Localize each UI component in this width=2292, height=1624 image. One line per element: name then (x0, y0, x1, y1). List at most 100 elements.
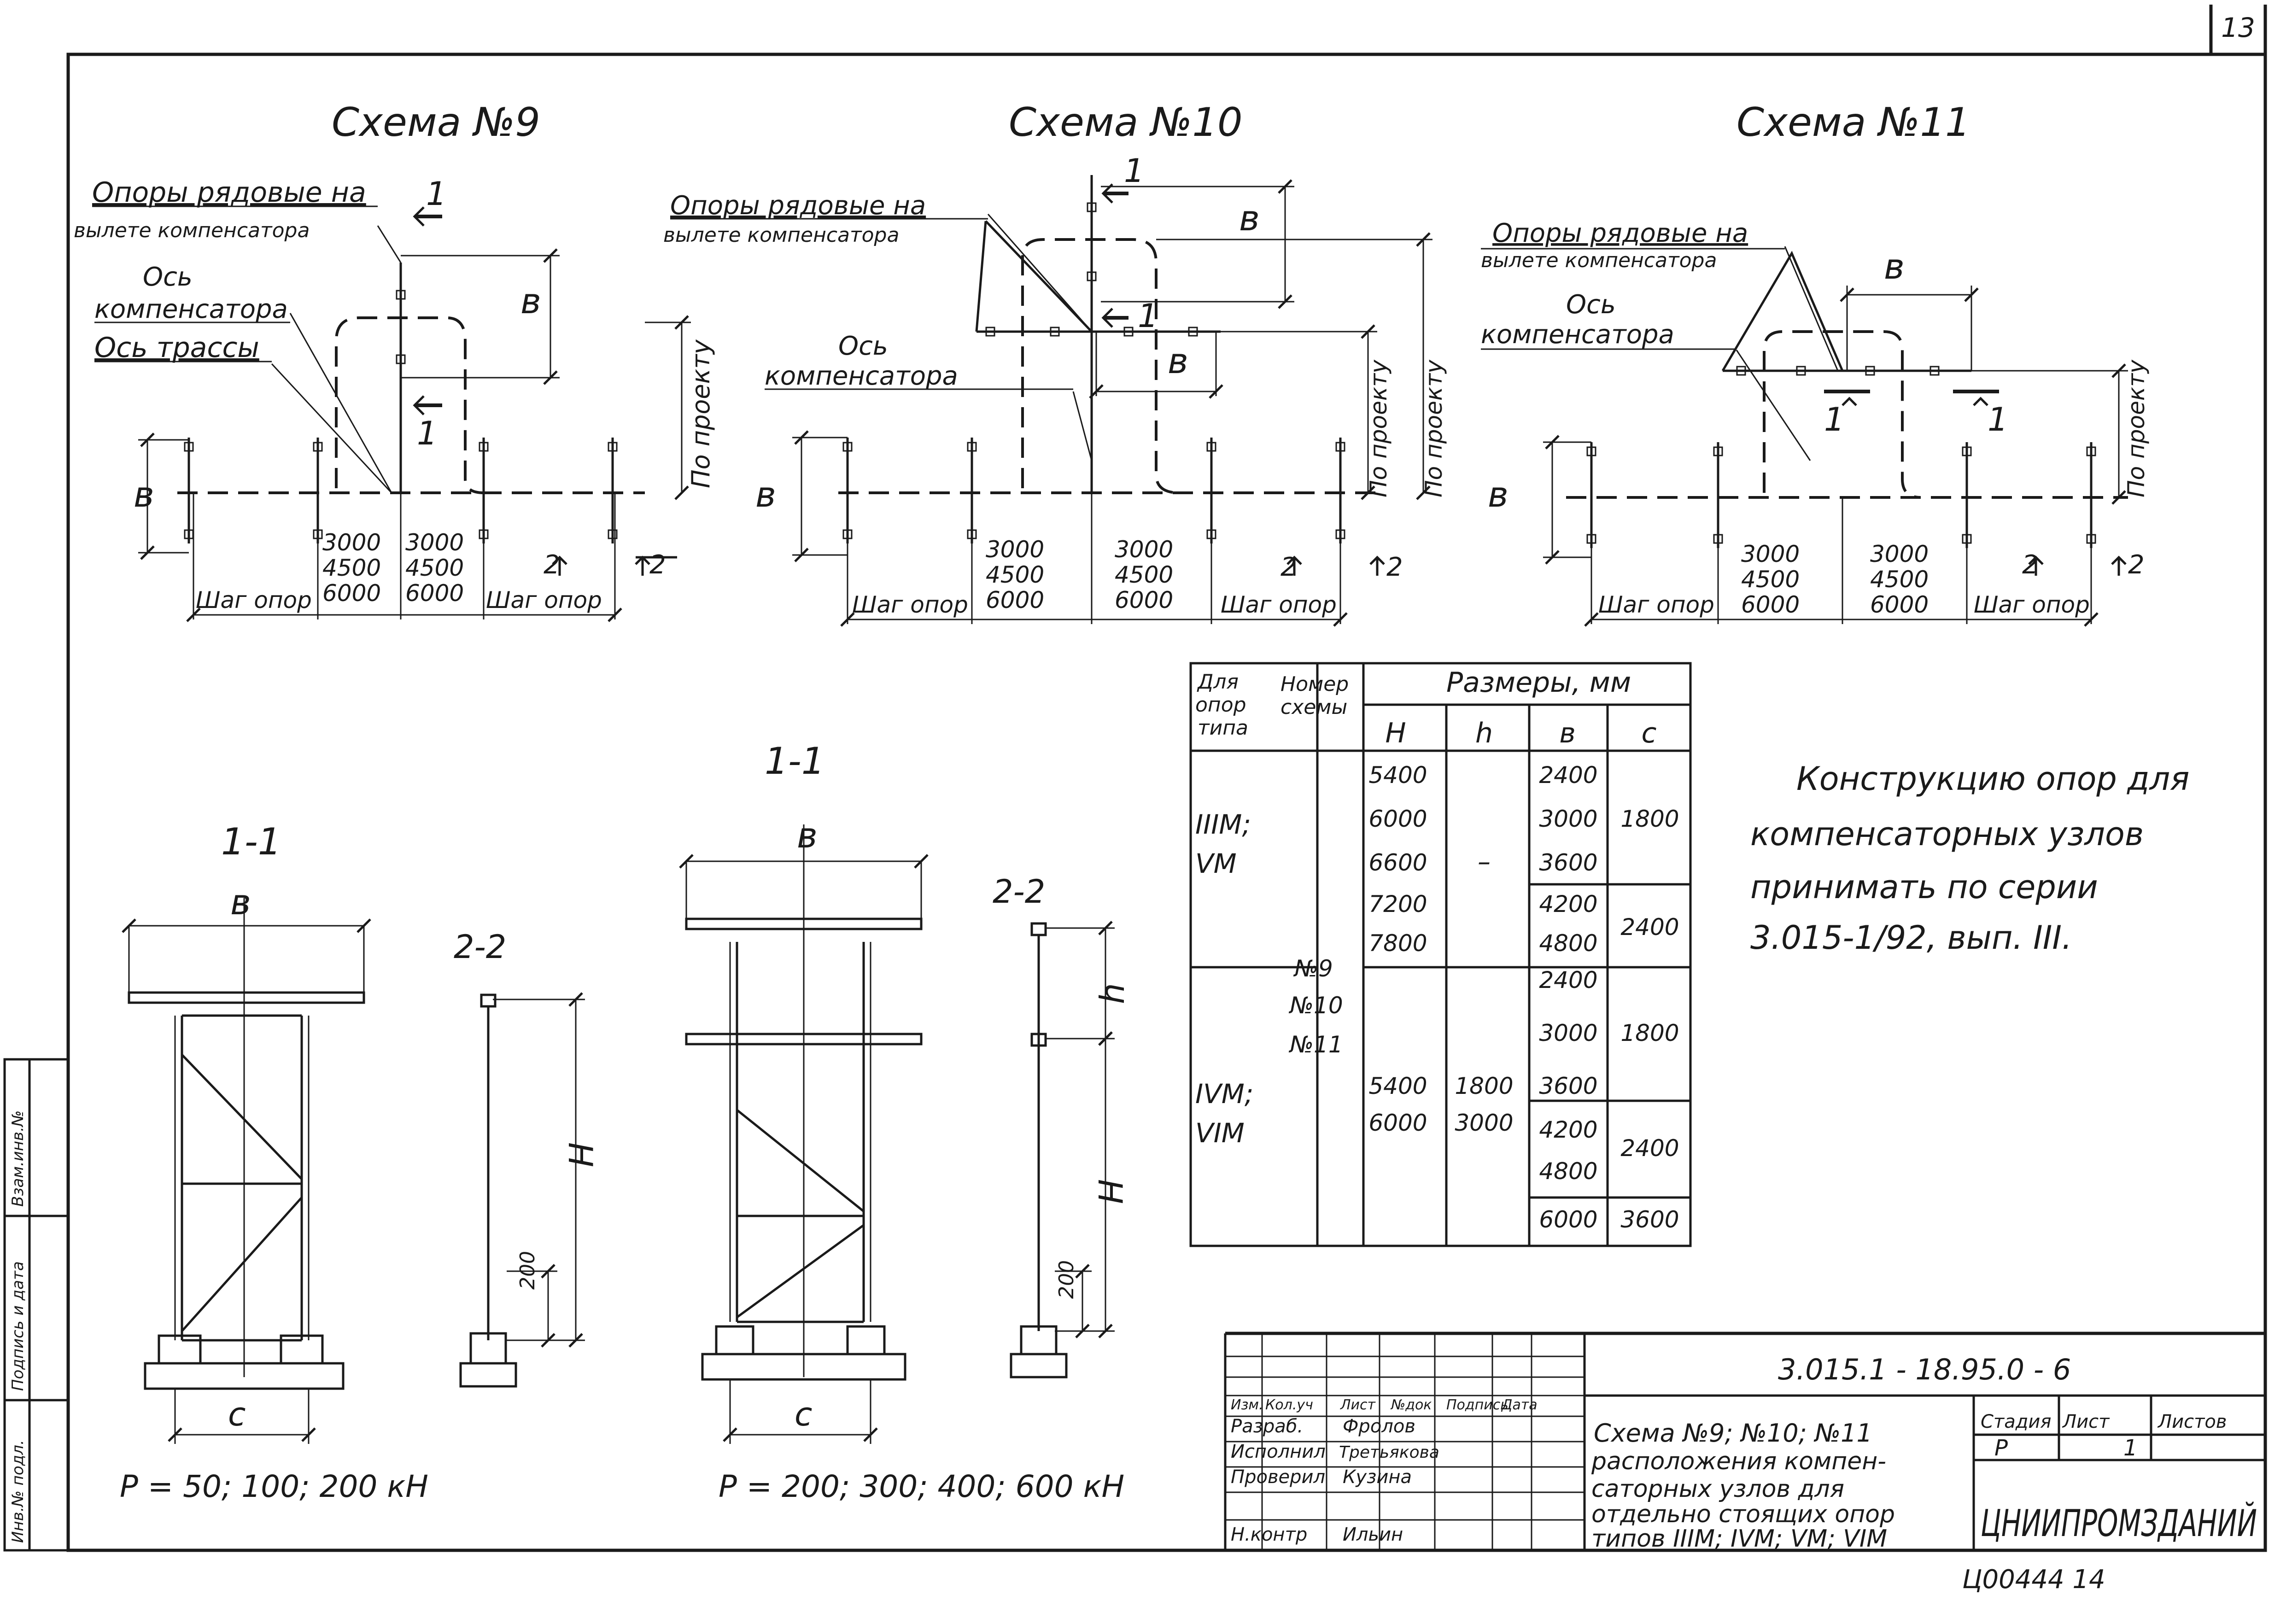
title-block-desc-5: типов IIIМ; IVМ; VМ; VIМ (1591, 1525, 1887, 1553)
spurs (1721, 251, 1971, 372)
title-block-desc-3: саторных узлов для (1591, 1475, 1844, 1503)
drawing-line (1842, 397, 1857, 406)
table-col-h: h (1475, 717, 1493, 749)
table-g1-H-4: 7200 (1368, 891, 1427, 917)
scheme-10-span-r2: 4500 (1115, 561, 1173, 588)
scheme-9-span-l1: 3000 (322, 529, 381, 556)
table-g2-B-6: 6000 (1539, 1206, 1597, 1233)
title-block-desc-1: Схема №9; №10; №11 (1594, 1419, 1872, 1448)
table-g2-C-1: 1800 (1620, 1020, 1679, 1046)
dimension-tick (541, 1333, 555, 1348)
side-stamp: Инв.№ подл. Подпись и дата Взам.инв.№ (3, 1058, 70, 1552)
table-g1-H-5: 7800 (1368, 930, 1427, 957)
drawing-frame (66, 53, 2267, 1552)
dimension-tick (914, 854, 929, 869)
section-arrow (413, 395, 425, 415)
support-mark (1929, 366, 1940, 376)
table-g2-B-2: 3000 (1539, 1020, 1597, 1046)
table-g1-C-2: 2400 (1620, 914, 1679, 941)
title-block-org: ЦНИИПРОМЗДАНИЙ (1981, 1501, 2257, 1545)
title-block-head-4: №док (1390, 1397, 1432, 1413)
scheme-9-route-label: Ось трассы (94, 332, 259, 364)
drawing-line (1973, 397, 1988, 406)
table-scheme-9: №9 (1293, 955, 1333, 982)
note-line-4: 3.015-1/92, вып. III. (1750, 919, 2072, 957)
support-mark (1713, 446, 1723, 456)
dimensions-table: Для опор типа Номер схемы Размеры, мм Н … (1195, 666, 1679, 1233)
table-header-scheme-1: Номер (1280, 672, 1349, 696)
crossbeam (128, 991, 365, 1004)
stamp-sign: Подпись и дата (9, 1261, 27, 1391)
dimension-tick (122, 918, 136, 933)
table-col-B: в (1559, 717, 1575, 749)
section-left-dim-c: с (228, 1396, 246, 1433)
dimension-tick (168, 1427, 182, 1442)
scheme-10-step-right: Шаг опор (1221, 591, 1337, 618)
scheme-10-axis-label-1: Ось (838, 331, 888, 361)
foundation (701, 1353, 906, 1381)
compensator-outline (1021, 238, 1180, 494)
brace (181, 1054, 303, 1180)
section-left-dim-200: 200 (516, 1251, 539, 1290)
section-left-dim-H: Н (561, 1142, 600, 1167)
scheme-9-dim-b-top: в (520, 280, 541, 321)
scheme-11-step-right: Шаг опор (1974, 591, 2090, 618)
drawing-line (2111, 555, 2127, 565)
support-mark (1123, 327, 1134, 337)
scheme-11-axis-label-1: Ось (1566, 290, 1616, 320)
section-right-dim-c: с (795, 1396, 813, 1433)
section-right-title: 1-1 (765, 740, 825, 783)
scheme-11-cut-1-left: 1 (1824, 401, 1845, 438)
scheme-10-project-label-1: По проекту (1365, 359, 1392, 497)
support-mark (1087, 202, 1097, 212)
support-mark (1962, 446, 1972, 456)
title-block-role-2: Исполнил (1231, 1441, 1326, 1462)
foundation (1010, 1353, 1068, 1379)
scheme-9-cut-2-right: 2 (649, 550, 666, 580)
table-g2-B-1: 2400 (1539, 967, 1597, 993)
dimension-tick (1075, 1324, 1090, 1338)
scheme-9-cut-1-top: 1 (426, 175, 447, 213)
leader (1072, 391, 1093, 461)
scheme-11-span-l2: 4500 (1741, 566, 1800, 593)
scheme-9-supports-label-1: Опоры рядовые на (92, 176, 366, 209)
section-left-side-title: 2-2 (454, 928, 506, 966)
scheme-9-cut-1-bottom: 1 (417, 415, 438, 452)
table-header-type-2: опор (1195, 693, 1246, 717)
support-mark (985, 327, 995, 337)
stamp-replace: Взам.инв.№ (9, 1110, 27, 1207)
table-types-1b: VМ (1195, 848, 1237, 879)
title-block-name-3: Кузина (1343, 1466, 1412, 1488)
dimension-tick (1098, 1031, 1113, 1046)
drawing-line (1369, 555, 1385, 565)
page-number: 13 (2221, 12, 2255, 43)
support-mark (1796, 366, 1806, 376)
title-block-stage: Р (1994, 1435, 2008, 1461)
table-scheme-11: №11 (1288, 1031, 1343, 1058)
scheme-11-title: Схема №11 (1737, 99, 1970, 146)
scheme-10-dim-b-left: в (755, 474, 776, 515)
section-right-load: Р = 200; 300; 400; 600 кН (719, 1469, 1124, 1504)
table-header-sizes: Размеры, мм (1446, 666, 1631, 699)
scheme-10-supports-label-2: вылете компенсатора (663, 223, 899, 247)
support-mark (1736, 366, 1746, 376)
table-g1-H-3: 6600 (1368, 849, 1427, 876)
table-g2-B-4: 4200 (1539, 1116, 1597, 1143)
scheme-9-span-r1: 3000 (405, 529, 464, 556)
drawing-line (975, 221, 987, 332)
section-arrow (1101, 183, 1113, 204)
section-right-dim-H: Н (1091, 1179, 1129, 1204)
title-block-code: 3.015.1 - 18.95.0 - 6 (1778, 1353, 2071, 1386)
scheme-10-dim-b-top: в (1239, 198, 1260, 239)
support-mark (608, 529, 618, 539)
title-block-head-3: Лист (1340, 1397, 1376, 1413)
scheme-9-span-r3: 6000 (405, 580, 464, 607)
scheme-9-title: Схема №9 (332, 99, 540, 146)
scheme-10-span-l1: 3000 (986, 536, 1044, 563)
leader (271, 363, 392, 494)
title-block-name-4: Ильин (1343, 1524, 1403, 1545)
scheme-11-step-left: Шаг опор (1598, 591, 1714, 618)
brace (736, 1224, 865, 1319)
note-line-3: принимать по серии (1750, 868, 2098, 906)
